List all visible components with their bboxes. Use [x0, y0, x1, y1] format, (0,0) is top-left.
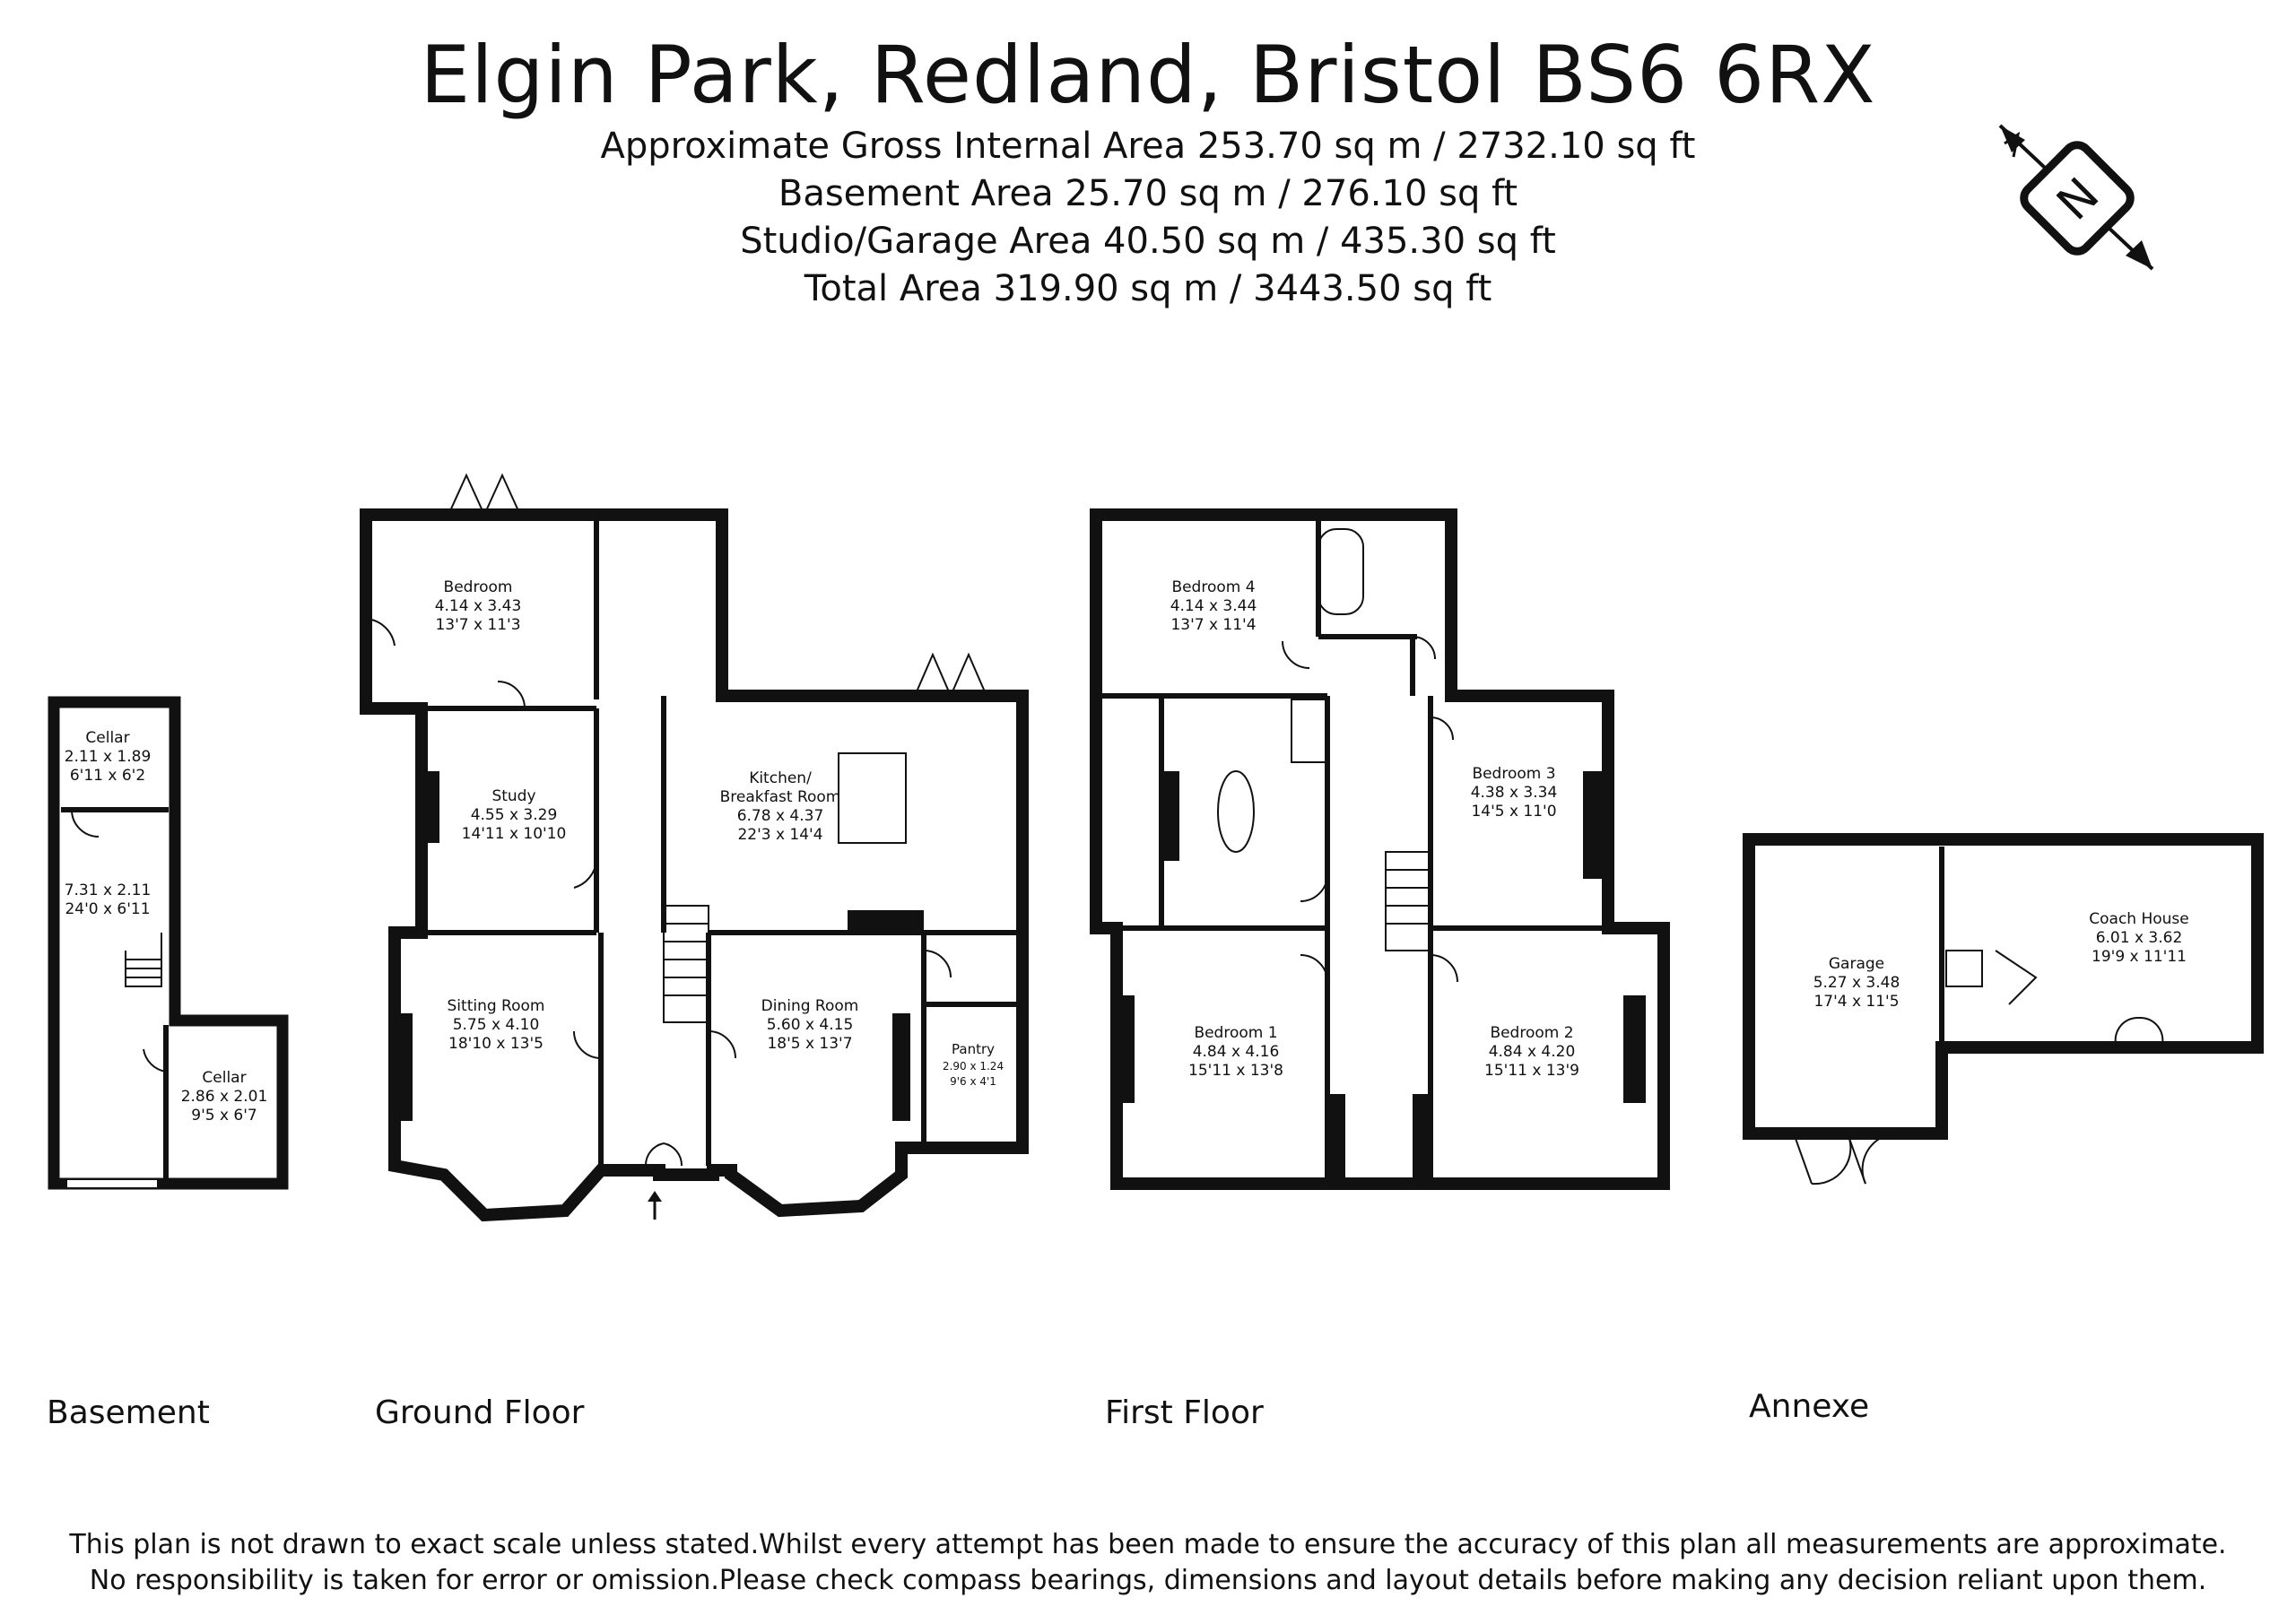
room-metric-kitchen: 6.78 x 4.37 — [737, 807, 824, 825]
basement-plan — [48, 696, 289, 1190]
room-name-gf-bedroom: Bedroom — [444, 578, 513, 596]
room-metric-bedroom1: 4.84 x 4.16 — [1193, 1043, 1280, 1061]
room-imperial-bedroom3: 14'5 x 11'0 — [1471, 803, 1556, 821]
room-metric-cellar-bottom: 2.86 x 2.01 — [181, 1088, 268, 1106]
room-imperial-garage: 17'4 x 11'5 — [1813, 993, 1899, 1011]
room-name-garage: Garage — [1829, 955, 1884, 973]
room-name-bedroom3: Bedroom 3 — [1472, 765, 1555, 783]
annexe-plan — [1743, 833, 2264, 1185]
room-metric-bedroom2: 4.84 x 4.20 — [1489, 1043, 1576, 1061]
room-name-bedroom1: Bedroom 1 — [1194, 1024, 1277, 1042]
room-metric-garage: 5.27 x 3.48 — [1813, 974, 1900, 992]
basement-area-text: Basement Area 25.70 sq m / 276.10 sq ft — [778, 173, 1518, 214]
room-imperial-sitting: 18'10 x 13'5 — [448, 1035, 544, 1053]
disclaimer-line-1: This plan is not drawn to exact scale un… — [69, 1529, 2227, 1560]
room-name-bedroom4: Bedroom 4 — [1171, 578, 1255, 596]
total-area-text: Total Area 319.90 sq m / 3443.50 sq ft — [804, 268, 1492, 309]
room-imperial-cellar-bottom: 9'5 x 6'7 — [191, 1107, 257, 1125]
disclaimer-line-2: No responsibility is taken for error or … — [89, 1565, 2207, 1596]
room-metric-coach: 6.01 x 3.62 — [2096, 929, 2183, 947]
room-metric-cellar-top: 2.11 x 1.89 — [65, 748, 152, 766]
room-metric-gf-bedroom: 4.14 x 3.43 — [435, 597, 522, 615]
floor-label-annexe: Annexe — [1749, 1388, 1870, 1425]
room-metric-basement-main: 7.31 x 2.11 — [65, 881, 152, 899]
room-imperial-bedroom1: 15'11 x 13'8 — [1188, 1062, 1283, 1080]
room-name-dining: Dining Room — [761, 997, 859, 1015]
room-imperial-basement-main: 24'0 x 6'11 — [65, 900, 150, 918]
floor-label-first: First Floor — [1105, 1394, 1264, 1431]
studio-area-text: Studio/Garage Area 40.50 sq m / 435.30 s… — [740, 221, 1556, 262]
plan-title: Elgin Park, Redland, Bristol BS6 6RX — [420, 29, 1876, 121]
room-labels: Cellar 2.11 x 1.89 6'11 x 6'2 7.31 x 2.1… — [65, 578, 2189, 1125]
room-name-cellar-bottom: Cellar — [202, 1069, 246, 1087]
first-floor-plan — [1090, 508, 1670, 1190]
room-metric-bedroom4: 4.14 x 3.44 — [1170, 597, 1257, 615]
room-name-cellar-top: Cellar — [85, 729, 129, 747]
room-metric-pantry: 2.90 x 1.24 — [943, 1060, 1004, 1073]
room-name-sitting: Sitting Room — [448, 997, 545, 1015]
room-imperial-gf-bedroom: 13'7 x 11'3 — [435, 616, 520, 634]
room-name-coach: Coach House — [2089, 910, 2189, 928]
floor-label-basement: Basement — [47, 1394, 210, 1431]
gross-area-text: Approximate Gross Internal Area 253.70 s… — [600, 126, 1696, 167]
room-imperial-bedroom4: 13'7 x 11'4 — [1170, 616, 1256, 634]
room-name2-kitchen: Breakfast Room — [720, 788, 841, 806]
room-imperial-coach: 19'9 x 11'11 — [2092, 948, 2187, 966]
room-imperial-cellar-top: 6'11 x 6'2 — [70, 767, 145, 785]
room-metric-study: 4.55 x 3.29 — [471, 806, 558, 824]
room-metric-dining: 5.60 x 4.15 — [767, 1016, 854, 1034]
room-name-pantry: Pantry — [952, 1041, 995, 1057]
room-imperial-bedroom2: 15'11 x 13'9 — [1484, 1062, 1579, 1080]
room-metric-sitting: 5.75 x 4.10 — [453, 1016, 540, 1034]
room-imperial-kitchen: 22'3 x 14'4 — [737, 826, 822, 844]
ground-floor-plan — [360, 473, 1029, 1222]
floor-label-ground: Ground Floor — [375, 1394, 585, 1431]
room-name-bedroom2: Bedroom 2 — [1490, 1024, 1573, 1042]
compass-icon: N — [1998, 124, 2154, 271]
room-imperial-pantry: 9'6 x 4'1 — [950, 1075, 996, 1088]
room-imperial-study: 14'11 x 10'10 — [462, 825, 567, 843]
room-name-study: Study — [491, 787, 535, 805]
room-name-kitchen: Kitchen/ — [749, 769, 812, 787]
room-imperial-dining: 18'5 x 13'7 — [767, 1035, 852, 1053]
room-metric-bedroom3: 4.38 x 3.34 — [1471, 784, 1558, 802]
